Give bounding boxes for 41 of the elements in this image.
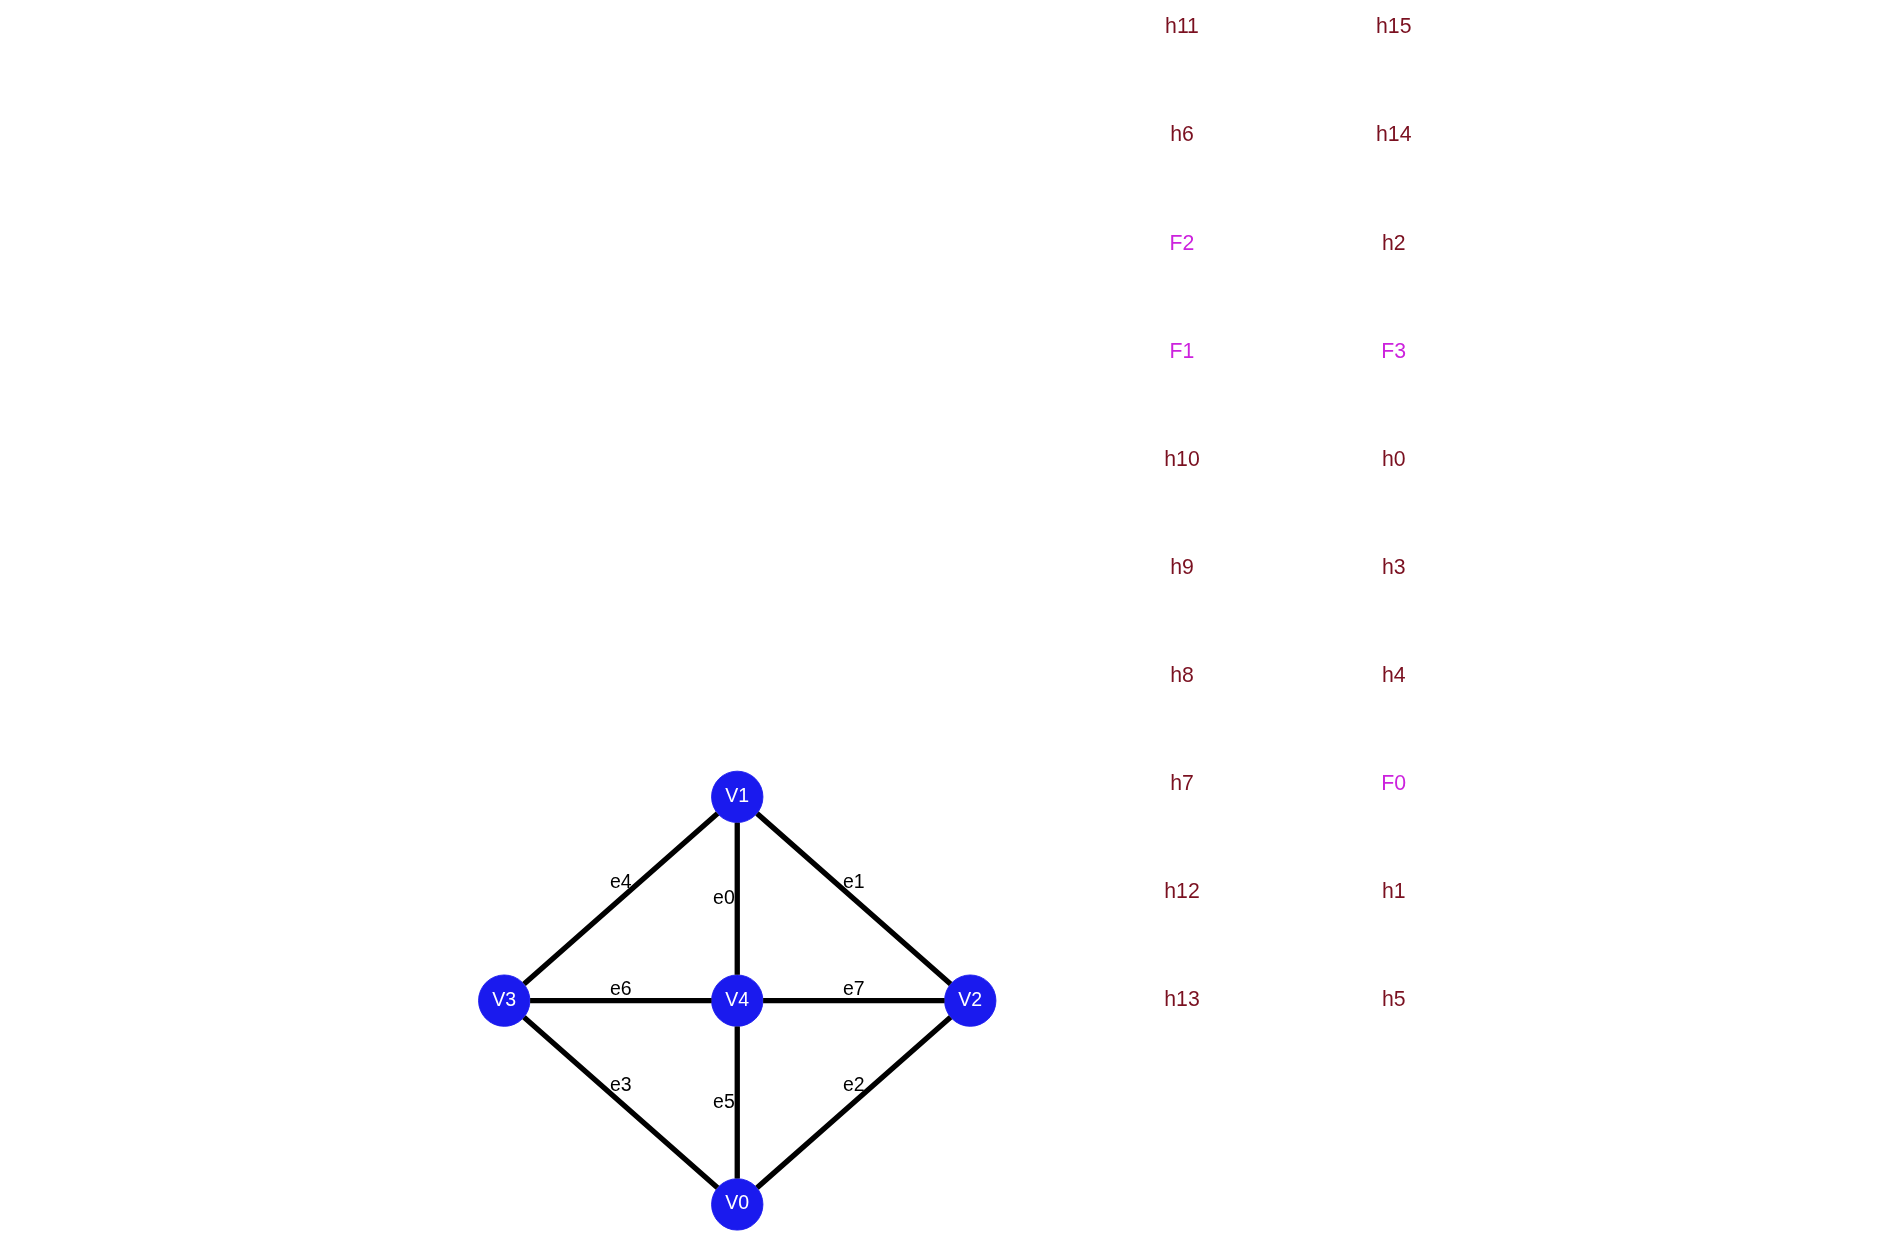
node-circle: V1 [711, 770, 764, 823]
label: F2 [1169, 230, 1195, 255]
label: h10 [1164, 446, 1200, 471]
connector [734, 822, 740, 975]
connector [530, 998, 712, 1004]
edge-label: e1 [842, 869, 865, 892]
label: h2 [1381, 230, 1406, 255]
edge-label: e0 [713, 885, 735, 908]
connector [755, 1015, 953, 1190]
label: h5 [1381, 987, 1406, 1012]
connector [522, 1015, 720, 1190]
label: h15 [1376, 14, 1412, 39]
connector [755, 811, 953, 986]
node-circle: V2 [944, 974, 997, 1027]
label: h13 [1164, 987, 1200, 1012]
label: h3 [1381, 554, 1406, 579]
edge-label: e6 [609, 976, 632, 999]
label: F3 [1381, 338, 1407, 363]
node-circle: V4 [711, 974, 764, 1027]
label: h8 [1170, 662, 1194, 687]
label: h12 [1164, 879, 1200, 904]
edge-label: e2 [842, 1072, 865, 1095]
edge-label: e4 [609, 869, 632, 892]
connector [763, 998, 945, 1004]
label: h9 [1170, 554, 1194, 579]
label: h6 [1170, 122, 1194, 147]
label: h0 [1381, 446, 1406, 471]
label: h1 [1381, 879, 1406, 904]
label: F0 [1381, 770, 1407, 795]
label: h4 [1381, 662, 1406, 687]
edge-label: e5 [713, 1089, 735, 1112]
label: h7 [1170, 770, 1194, 795]
label: h11 [1165, 14, 1199, 39]
connector [522, 811, 720, 986]
edge-label: e3 [609, 1072, 632, 1095]
node-circle: V3 [478, 974, 531, 1027]
node-circle: V0 [711, 1178, 764, 1231]
connector [734, 1026, 740, 1179]
label: F1 [1169, 338, 1195, 363]
edge-label: e7 [842, 976, 865, 999]
label: h14 [1376, 122, 1412, 147]
